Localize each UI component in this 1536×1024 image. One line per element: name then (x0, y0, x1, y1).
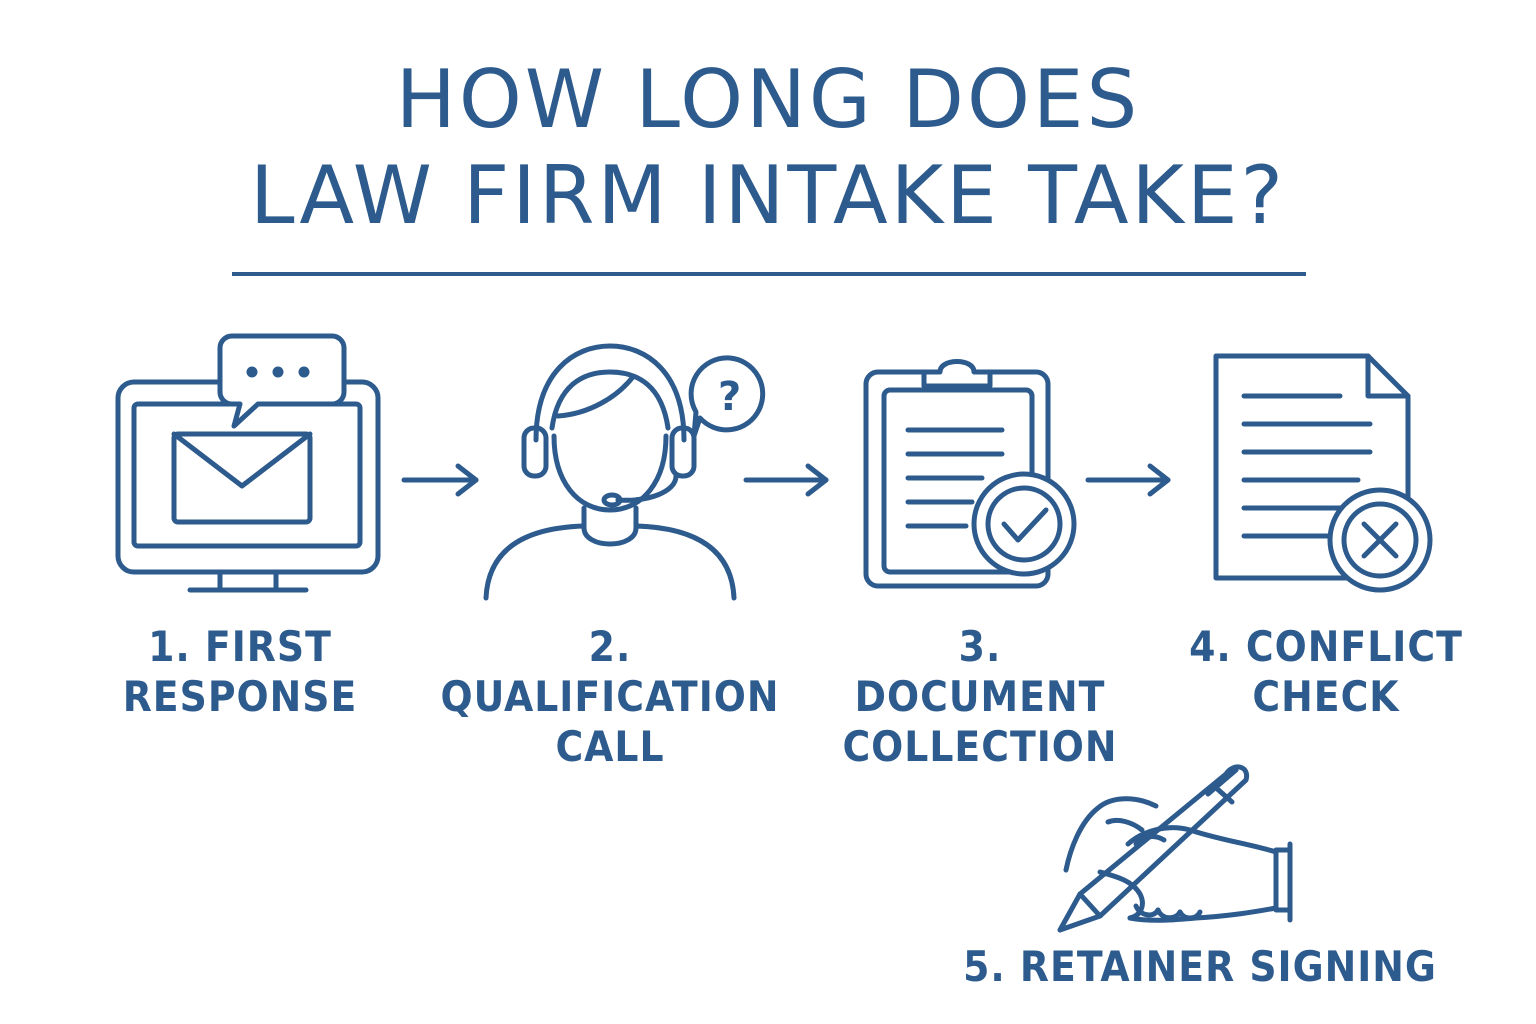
step-1-label-line-1: 1. FIRST (148, 622, 332, 671)
step-2-label-line-1: 2. QUALIFICATION (440, 622, 780, 721)
step-1-label: 1. FIRST RESPONSE (90, 622, 390, 722)
title-underline (232, 272, 1306, 276)
step-2-label-line-2: CALL (555, 722, 665, 771)
title-line-2: LAW FIRM INTAKE TAKE? (249, 149, 1287, 242)
step-2-label: 2. QUALIFICATION CALL (430, 622, 790, 772)
hand-pen-icon (1040, 760, 1310, 940)
step-5-label-line-1: 5. RETAINER SIGNING (963, 942, 1437, 991)
svg-text:?: ? (718, 374, 741, 420)
title-line-1: HOW LONG DOES (395, 53, 1141, 146)
arrow-1-to-2 (400, 460, 484, 504)
step-4-label: 4. CONFLICT CHECK (1186, 622, 1466, 722)
step-3-label: 3. DOCUMENT COLLECTION (830, 622, 1130, 772)
arrow-3-to-4 (1084, 460, 1176, 504)
page-title: HOW LONG DOES LAW FIRM INTAKE TAKE? (0, 52, 1536, 244)
step-3-label-line-1: 3. DOCUMENT (854, 622, 1106, 721)
step-5-label: 5. RETAINER SIGNING (960, 942, 1440, 992)
step-4-label-line-1: 4. CONFLICT (1189, 622, 1463, 671)
headset-person-question-icon: ? (478, 332, 778, 602)
step-1-label-line-2: RESPONSE (122, 672, 358, 721)
arrow-2-to-3 (742, 460, 834, 504)
document-x-icon (1208, 352, 1444, 593)
computer-email-chat-icon (110, 330, 390, 600)
clipboard-check-icon (862, 352, 1082, 592)
step-3-label-line-2: COLLECTION (842, 722, 1118, 771)
step-4-label-line-2: CHECK (1252, 672, 1400, 721)
